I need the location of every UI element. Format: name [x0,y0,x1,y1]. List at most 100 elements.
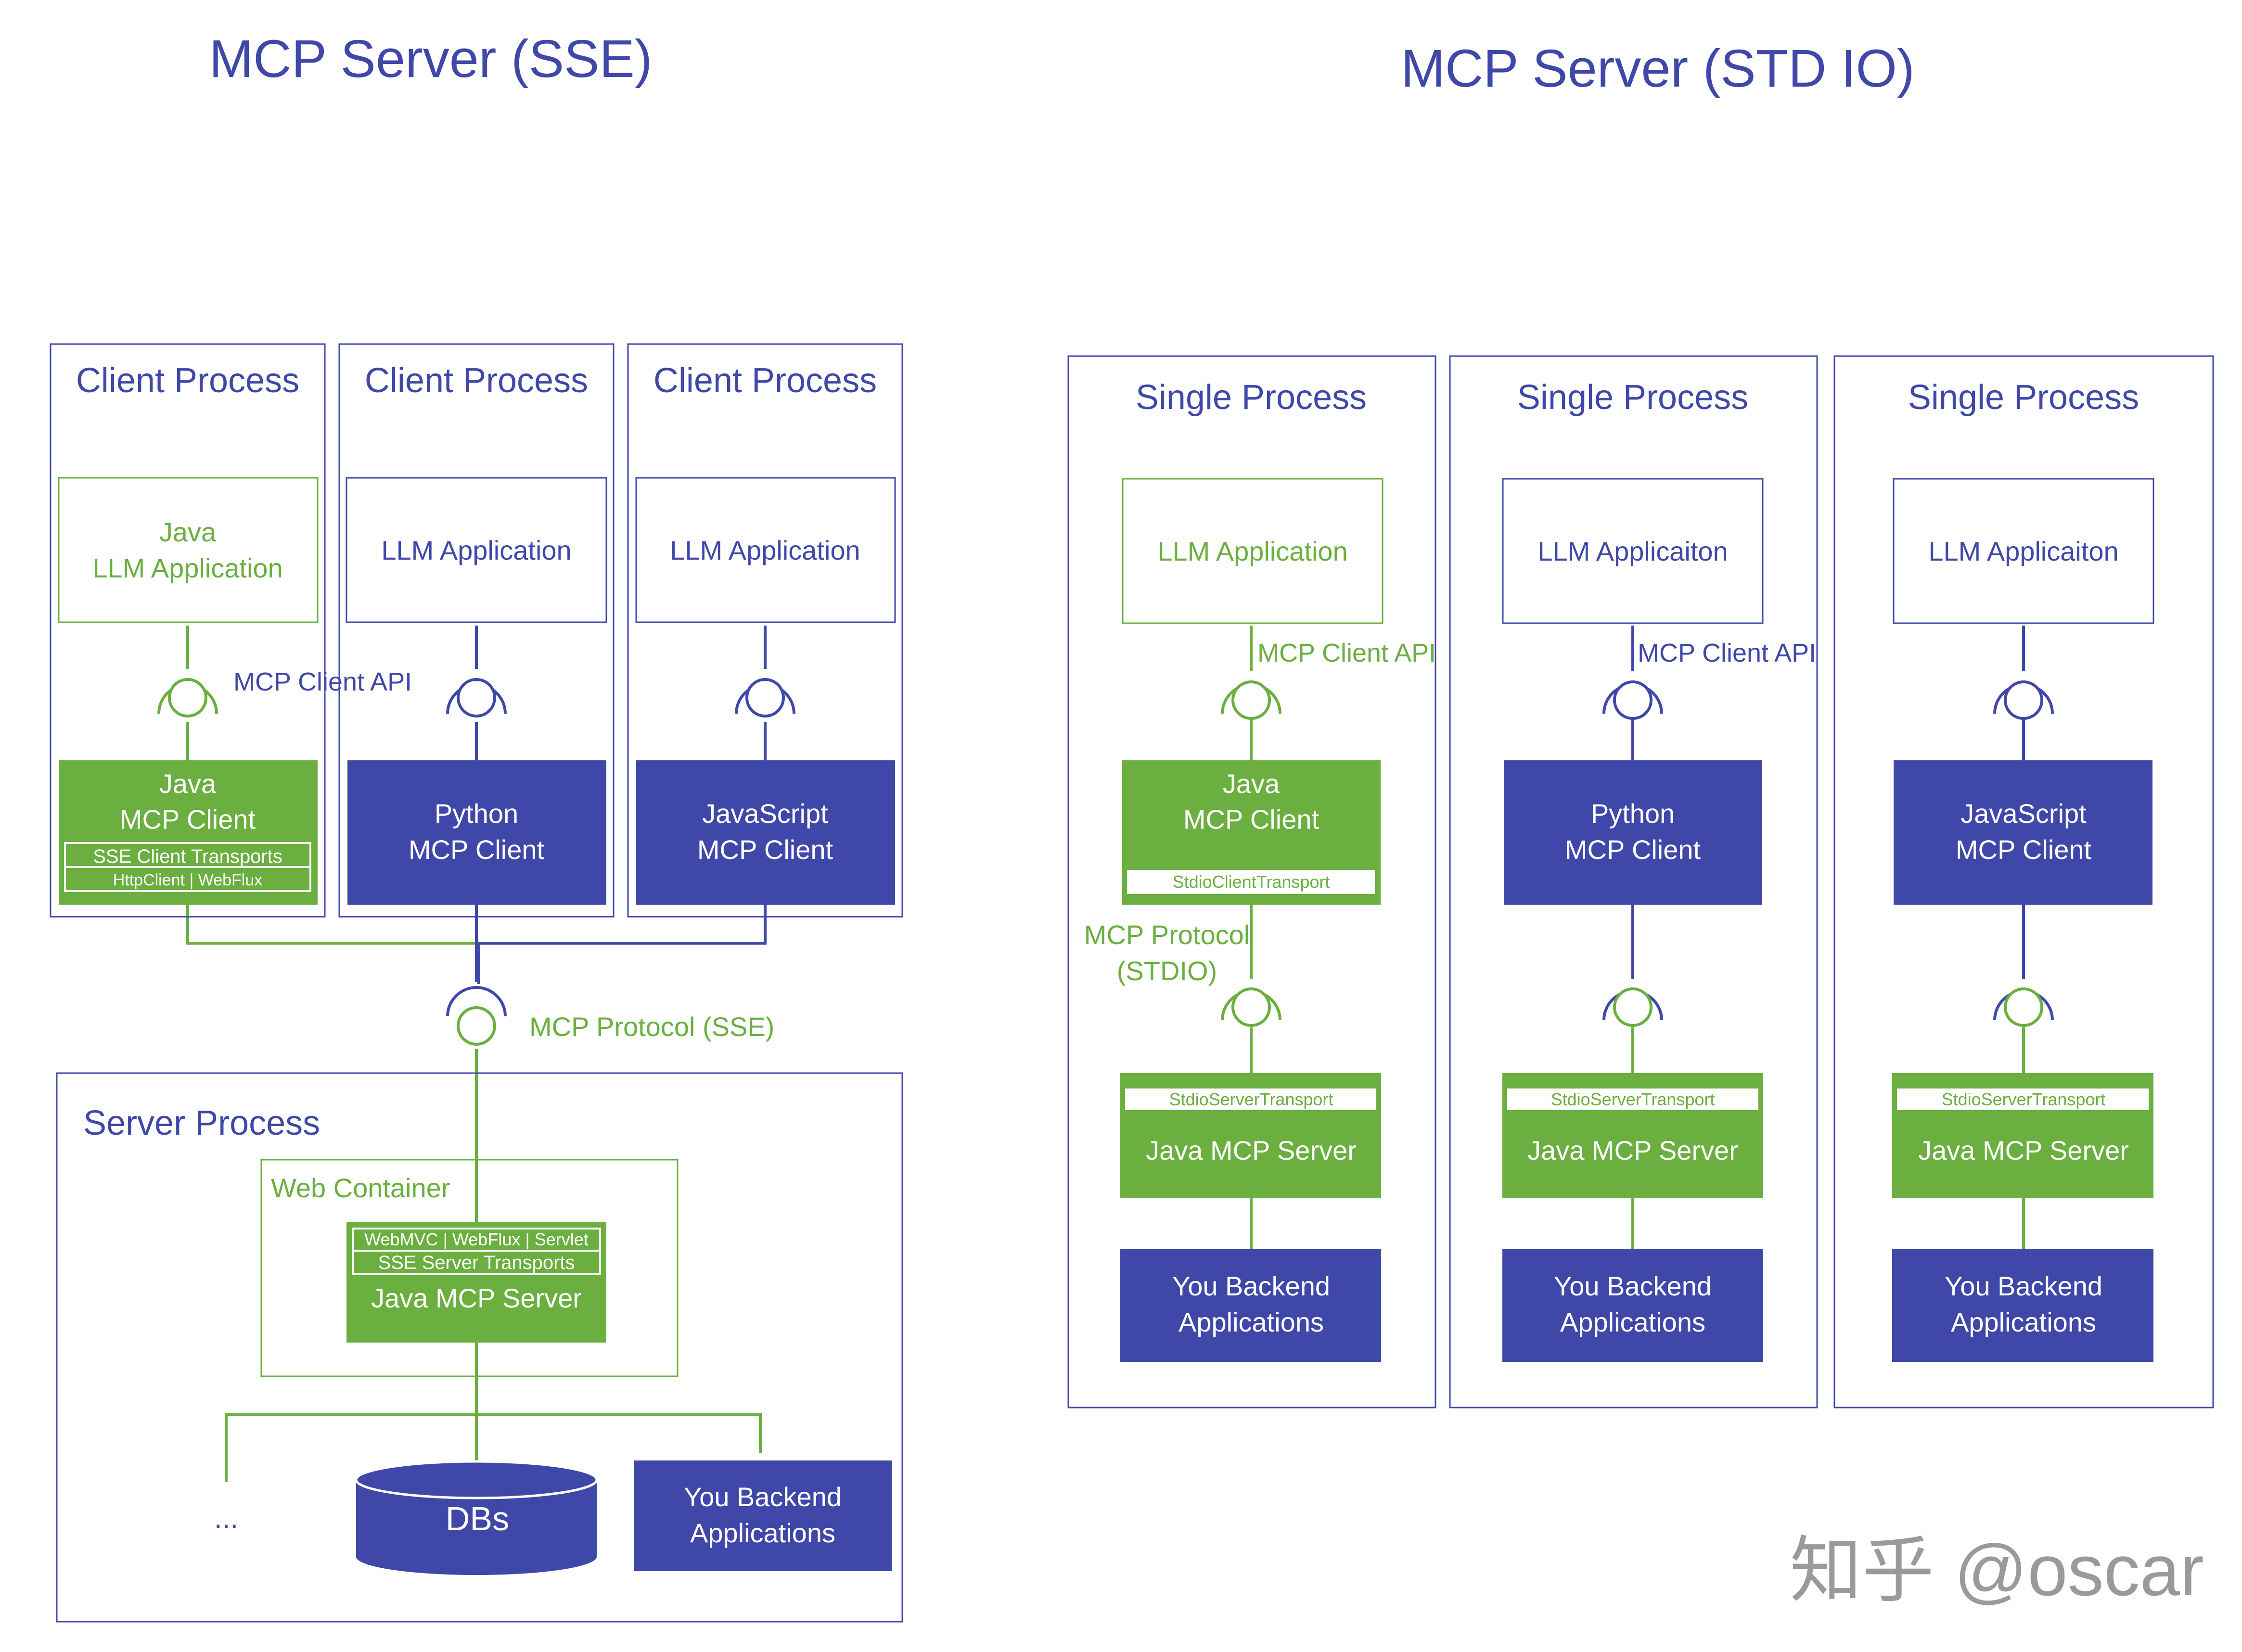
js-mcp-client-box [636,760,895,905]
stdio-server-3-transport-bar [1897,1089,2149,1110]
sse-protocol-socket-icon [446,986,507,1046]
stdio-server-2-label: Java MCP Server [1527,1135,1738,1165]
java-llm-app-box [58,477,319,623]
stdio-js-client-api-socket-icon [1993,680,2054,720]
server-process-label: Server Process [83,1104,320,1142]
java-llm-app-line1: Java [159,517,217,547]
stdio-python-llm-app-box [1502,478,1764,624]
sse-client-api-label: MCP Client API [233,667,412,696]
python-mcp-client-line1: Python [435,798,518,829]
stdio-backend-1-line2: Applications [1179,1307,1324,1337]
client-process-3-label: Client Process [653,361,877,400]
stdio-python-protocol-socket-icon [1602,987,1663,1027]
stdio-python-client-api-label: MCP Client API [1638,639,1816,667]
single-process-2-label: Single Process [1517,378,1748,417]
stdio-java-mcp-client-line1: Java [1223,768,1280,799]
stdio-java-client-api-label: MCP Client API [1257,639,1436,667]
sse-title: MCP Server (SSE) [209,29,653,89]
stdio-server-1-label: Java MCP Server [1146,1135,1357,1165]
stdio-protocol-label-line2: (STDIO) [1117,956,1217,986]
stdio-server-1-transport-label: StdioServerTransport [1169,1089,1333,1109]
stdio-title: MCP Server (STD IO) [1401,39,1915,98]
stdio-client-transport-bar [1127,870,1375,894]
client-process-1-label: Client Process [76,361,299,400]
sse-client-transports-sub: HttpClient | WebFlux [113,871,263,889]
stdio-js-mcp-client-line2: MCP Client [1956,834,2092,865]
client-process-2-label: Client Process [365,361,588,400]
stdio-backend-2-box [1502,1249,1763,1362]
sse-backend-line2: Applications [690,1518,835,1548]
stdio-java-mcp-client-line2: MCP Client [1183,804,1320,834]
stdio-protocol-label-line1: MCP Protocol [1084,920,1250,950]
stdio-connectors [1250,626,2025,1249]
java-llm-app-line2: LLM Application [92,553,282,583]
stdio-python-mcp-client-box [1504,760,1762,905]
stdio-python-llm-app-label: LLM Applicaiton [1537,536,1728,566]
database-icon [355,1460,598,1575]
web-container-frame [260,1159,679,1377]
python-mcp-client-box [347,760,606,905]
stdio-server-2-transport-bar [1507,1089,1758,1110]
stdio-java-llm-app-label: LLM Application [1157,536,1347,566]
stdio-python-mcp-client-line2: MCP Client [1565,834,1701,865]
sse-java-mcp-server-box [346,1222,606,1343]
stdio-server-1-transport-bar [1125,1089,1376,1110]
js-mcp-client-line2: MCP Client [697,834,833,865]
sse-client-transports-label: SSE Client Transports [93,846,282,867]
web-container-label: Web Container [271,1173,450,1203]
stdio-backend-2-line1: You Backend [1554,1271,1712,1301]
python-client-api-socket-icon [446,678,507,717]
sse-protocol-label: MCP Protocol (SSE) [529,1012,774,1042]
js-llm-app-label: LLM Application [670,535,860,565]
stdio-server-3-label: Java MCP Server [1918,1135,2129,1165]
single-process-2-frame [1449,355,1818,1409]
sse-backend-line1: You Backend [684,1482,842,1512]
python-mcp-client-line2: MCP Client [409,834,545,865]
stdio-python-mcp-client-line1: Python [1591,798,1675,829]
stdio-js-mcp-client-box [1894,760,2152,905]
single-process-1-label: Single Process [1136,378,1367,417]
stdio-java-client-api-socket-icon [1221,680,1281,720]
stdio-backend-3-box [1892,1249,2153,1362]
sse-backend-box [634,1460,892,1571]
sse-java-mcp-server-label: Java MCP Server [371,1283,582,1313]
stdio-client-transport-label: StdioClientTransport [1173,872,1330,892]
stdio-backend-3-line1: You Backend [1945,1271,2102,1301]
python-llm-app-box [346,477,607,623]
sse-more-backends-ellipsis: ... [214,1502,238,1534]
java-mcp-client-line1: Java [159,768,217,799]
database-label: DBs [446,1500,509,1537]
single-process-3-label: Single Process [1908,378,2139,417]
stdio-backend-1-box [1120,1249,1381,1362]
watermark: 知乎 @oscar [1790,1530,2204,1611]
stdio-server-3-transport-label: StdioServerTransport [1942,1089,2106,1109]
client-process-1-frame [50,343,326,918]
js-llm-app-box [635,477,896,623]
stdio-js-llm-app-box [1893,478,2154,624]
js-mcp-client-line1: JavaScript [702,798,828,829]
stdio-backend-3-line2: Applications [1951,1307,2096,1337]
client-process-3-frame [627,343,903,918]
stdio-backend-1-line1: You Backend [1172,1271,1330,1301]
stdio-python-client-api-socket-icon [1602,680,1663,720]
java-mcp-client-line2: MCP Client [120,804,256,834]
js-client-api-socket-icon [735,678,795,717]
sse-server-transports-label: SSE Server Transports [378,1252,575,1273]
stdio-js-mcp-client-line1: JavaScript [1960,798,2087,829]
client-process-2-frame [338,343,615,918]
stdio-js-llm-app-label: LLM Applicaiton [1928,536,2118,566]
stdio-server-2-transport-label: StdioServerTransport [1551,1089,1715,1109]
single-process-3-frame [1833,355,2214,1409]
server-process-frame [56,1072,903,1623]
java-mcp-client-box [59,760,318,905]
sse-server-frameworks-label: WebMVC | WebFlux | Servlet [364,1229,589,1249]
java-client-api-socket-icon [157,678,218,717]
stdio-java-llm-app-box [1122,478,1384,624]
sse-connectors [186,626,767,1482]
single-process-1-frame [1067,355,1436,1409]
stdio-java-protocol-socket-icon [1221,987,1281,1027]
python-llm-app-label: LLM Application [381,535,571,565]
stdio-js-protocol-socket-icon [1993,987,2054,1027]
stdio-backend-2-line2: Applications [1560,1307,1705,1337]
